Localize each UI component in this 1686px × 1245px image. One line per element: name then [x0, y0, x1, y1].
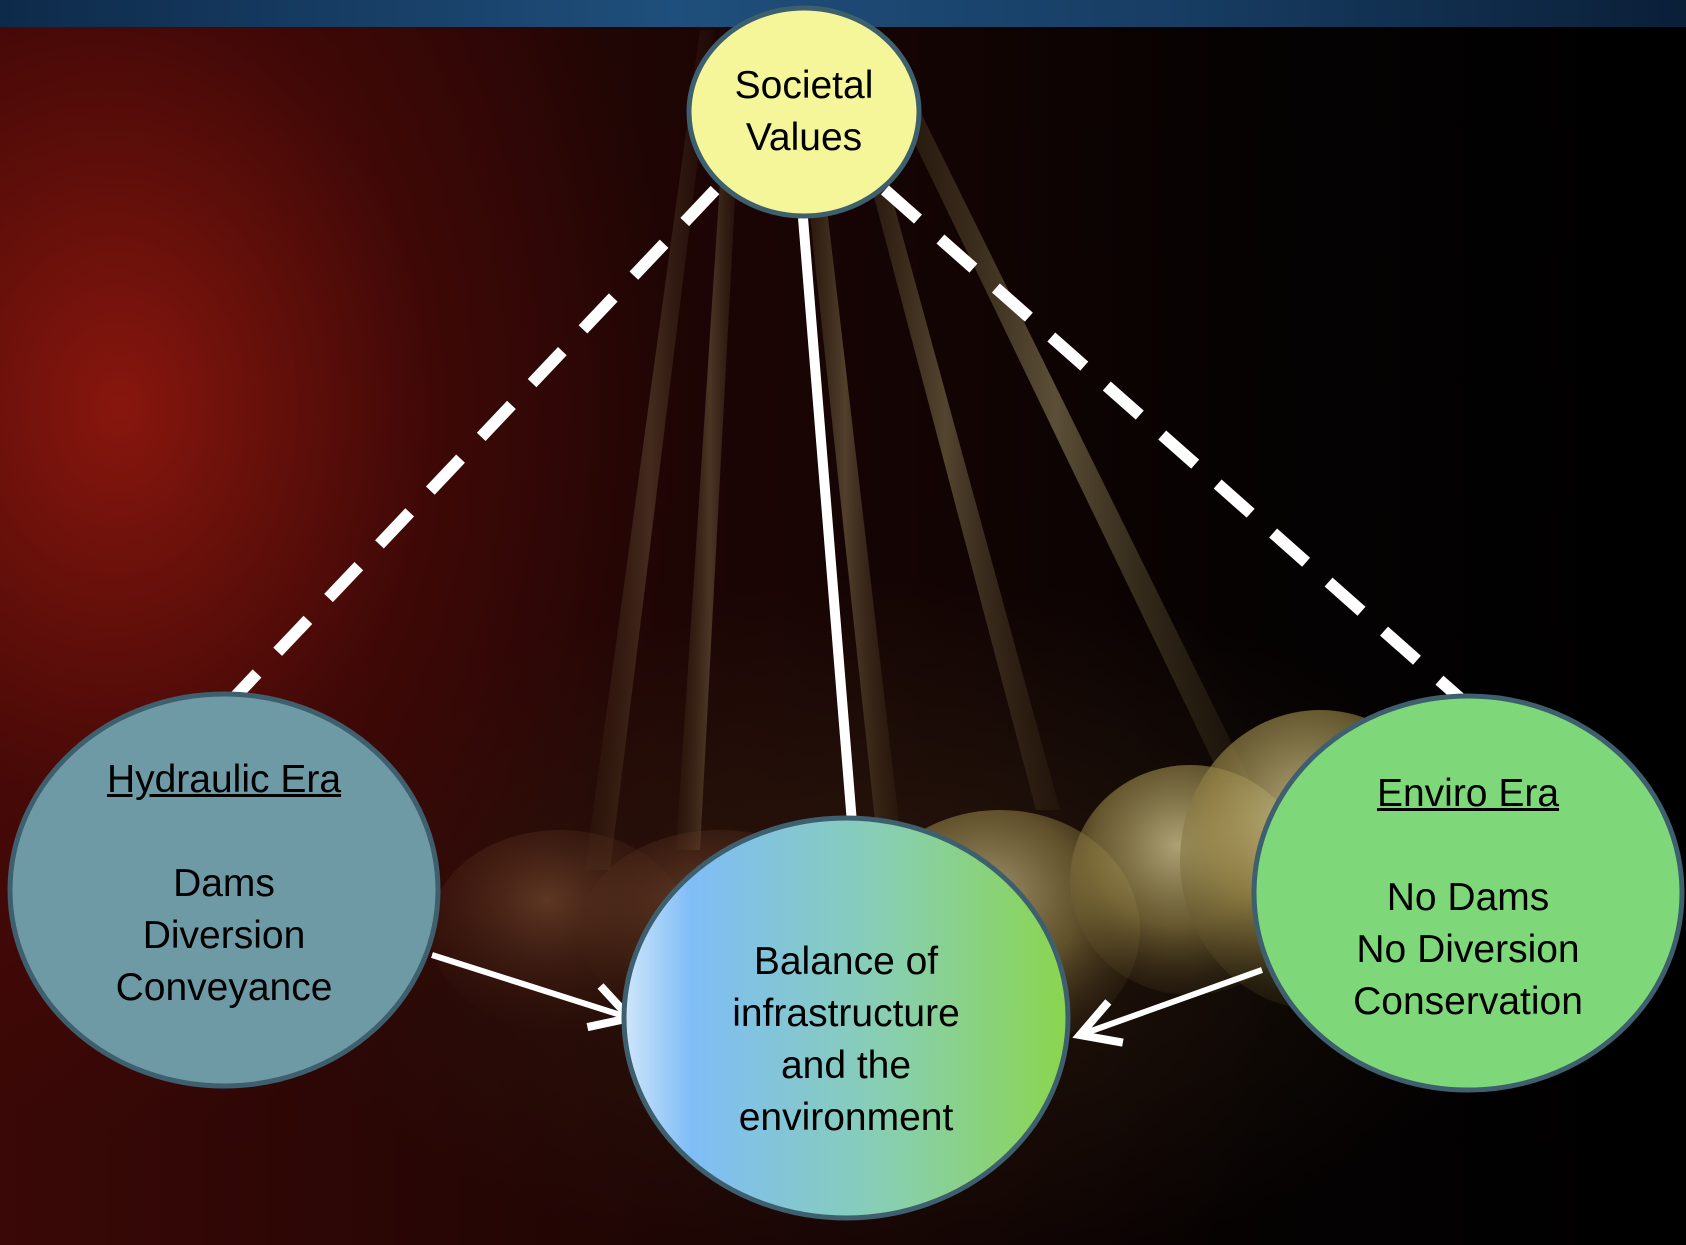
balance-line-3: and the: [780, 1044, 912, 1087]
dashed-connector-right: [881, 185, 1466, 705]
societal-values-circle: [686, 5, 922, 219]
balance-circle: [621, 815, 1071, 1221]
hydraulic-era-title: Hydraulic Era: [106, 758, 342, 801]
pendulum-rods: [585, 30, 1250, 870]
hydraulic-item-conveyance: Conveyance: [115, 966, 333, 1009]
hydraulic-era-circle: [7, 691, 441, 1089]
enviro-era-title: Enviro Era: [1376, 772, 1560, 815]
node-enviro-era: Enviro Era No Dams No Diversion Conserva…: [1254, 768, 1682, 1040]
hydraulic-item-diversion: Diversion: [142, 914, 306, 957]
enviro-item-conservation: Conservation: [1353, 980, 1583, 1023]
arrow-hydraulic-to-balance: [431, 952, 638, 1032]
societal-line-1: Societal: [734, 64, 874, 107]
societal-line-2: Values: [745, 116, 863, 159]
balance-line-4: environment: [738, 1096, 954, 1139]
solid-connector-center: [798, 217, 860, 861]
balance-line-2: infrastructure: [732, 992, 960, 1035]
enviro-era-circle: [1251, 693, 1685, 1093]
hydraulic-item-dams: Dams: [173, 862, 275, 905]
enviro-item-no-diversion: No Diversion: [1356, 928, 1580, 971]
node-hydraulic-era: Hydraulic Era Dams Diversion Conveyance: [10, 754, 438, 1026]
node-balance: Balance of infrastructure and the enviro…: [646, 936, 1046, 1144]
balance-line-1: Balance of: [753, 940, 939, 983]
dashed-connector-left: [227, 185, 720, 705]
node-societal-values: Societal Values: [689, 8, 919, 216]
arrow-enviro-to-balance: [1072, 967, 1264, 1047]
enviro-item-no-dams: No Dams: [1386, 876, 1550, 919]
